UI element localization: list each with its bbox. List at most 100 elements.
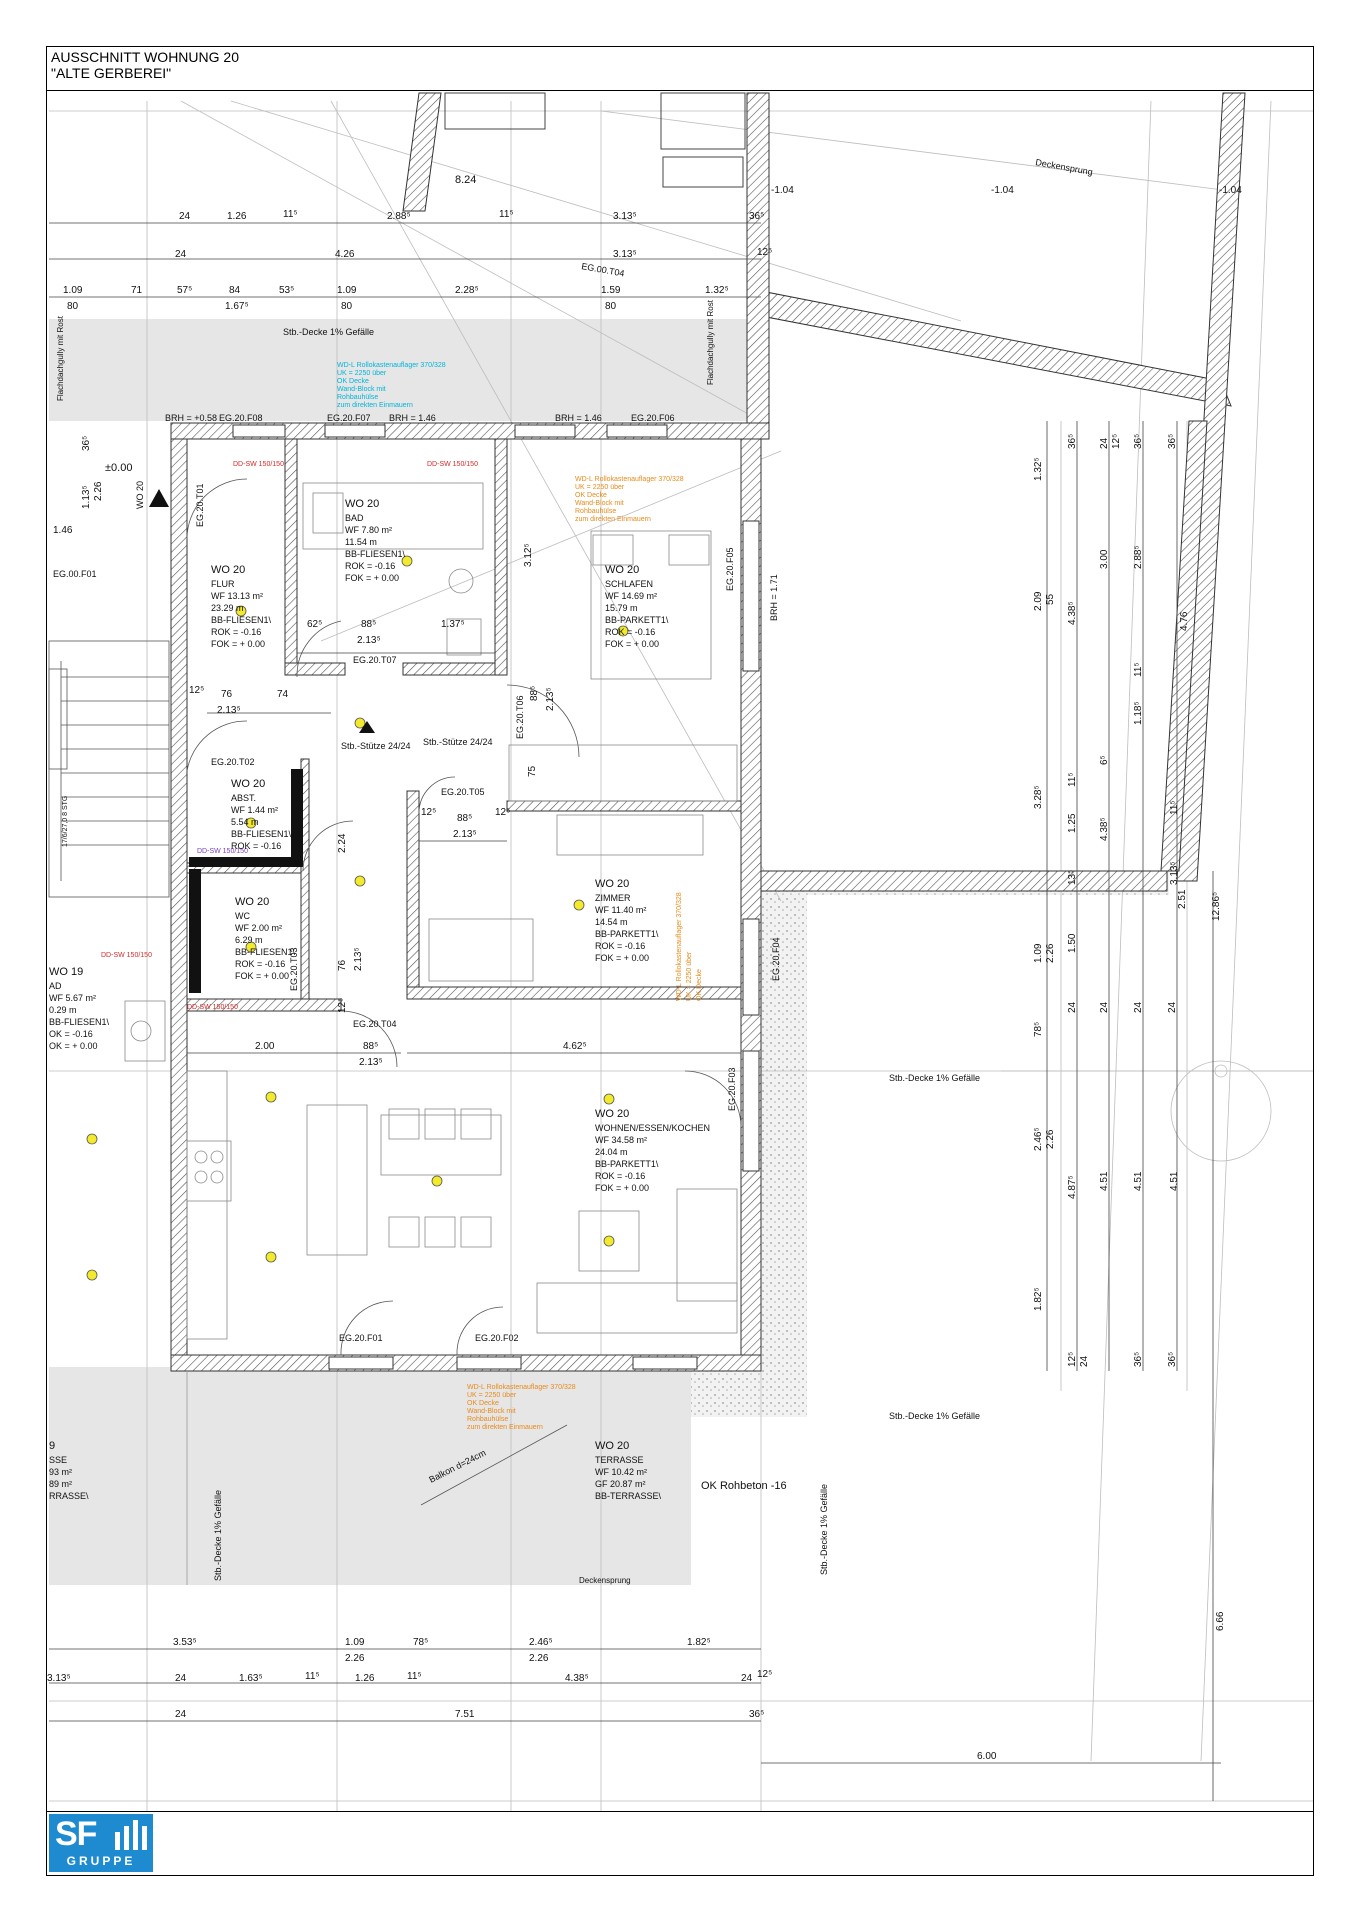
plan-label: 6.29 m	[235, 935, 263, 945]
dim: 1.09	[63, 285, 83, 296]
plan-label: WO 19	[49, 966, 83, 978]
dim: 2.13⁵	[217, 705, 241, 716]
plan-label: 1.18⁵	[1133, 701, 1144, 725]
note-brh-146-b: BRH = 1.46	[555, 413, 602, 423]
note-rollo-orange-3: OK Decke	[575, 492, 607, 499]
dim: 1.26	[355, 1673, 375, 1684]
plan-label: 12.86⁵	[1211, 892, 1222, 921]
paved-area-north	[49, 319, 759, 421]
note-decke-east-2: Stb.-Decke 1% Gefälle	[889, 1411, 980, 1421]
plan-label: ROK = -0.16	[211, 627, 261, 637]
dim: 12⁵	[421, 807, 436, 818]
plan-label: 12⁵	[1111, 434, 1122, 449]
logo-letters: SF	[55, 1815, 97, 1853]
plan-label: 11⁵	[1067, 772, 1078, 787]
tag-eg20f06: EG.20.F06	[631, 413, 675, 423]
plan-label: BB-FLIESEN1\	[231, 829, 292, 839]
dim: 1.67⁵	[225, 301, 249, 312]
note-rollo-orange-1: WD-L Rollokastenauflager 370/328	[575, 476, 684, 483]
dimension-text: 24 1.26 11⁵ 2.88⁵ 11⁵ 3.13⁵ 36⁵ 8.24 24 …	[47, 174, 1242, 1762]
note-dd-purple: DD-SW 150/150	[197, 848, 248, 855]
dim: 8.24	[455, 174, 476, 186]
plan-label: GF 20.87 m²	[595, 1479, 646, 1489]
tag-eg00f01: EG.00.F01	[53, 569, 97, 579]
dim: 1.26	[227, 211, 247, 222]
dim: 78⁵	[413, 1637, 428, 1648]
plan-label: ROK = -0.16	[345, 561, 395, 571]
dim: 88⁵	[361, 619, 376, 630]
dim: 6.00	[977, 1751, 997, 1762]
plan-label: BB-FLIESEN1\	[235, 947, 296, 957]
dim: 2.13⁵	[353, 947, 364, 971]
room-bad: WO 20 BAD WF 7.80 m² 11.54 m BB-FLIESEN1…	[345, 498, 406, 583]
plan-label: 1.09	[1033, 943, 1044, 963]
dim: 4.26	[335, 249, 355, 260]
plan-label: FOK = + 0.00	[595, 1183, 649, 1193]
plan-label: 36⁵	[1133, 1352, 1144, 1367]
plan-label: RRASSE\	[49, 1491, 89, 1501]
dim: 71	[131, 285, 143, 296]
tag-eg20t06: EG.20.T06	[515, 695, 525, 739]
logo-bar	[142, 1826, 147, 1850]
dim: 7.51	[455, 1709, 475, 1720]
plan-label: WF 13.13 m²	[211, 591, 263, 601]
lamp	[265, 1251, 277, 1263]
plan-label: 1.32⁵	[1033, 457, 1044, 481]
plan-label: 4.76	[1179, 611, 1190, 631]
dim: 2.24	[337, 833, 348, 853]
floor-plan[interactable]: 24 1.26 11⁵ 2.88⁵ 11⁵ 3.13⁵ 36⁵ 8.24 24 …	[46, 90, 1314, 1812]
plan-label: ROK = -0.16	[231, 841, 281, 851]
note-rollo-cyan-5: Rohbauhülse	[337, 394, 378, 401]
plan-label: OK = -0.16	[49, 1029, 93, 1039]
tag-eg20f05: EG.20.F05	[725, 547, 735, 591]
note-rollo-orange-2: UK = 2250 über	[575, 484, 625, 491]
dim: 3.53⁵	[173, 1637, 197, 1648]
room-zimmer: WO 20 ZIMMER WF 11.40 m² 14.54 m BB-PARK…	[595, 878, 659, 963]
plan-label: BB-FLIESEN1\	[49, 1017, 110, 1027]
plan-label: WO 20	[605, 564, 639, 576]
lamp	[245, 817, 257, 829]
plan-label: 1.82⁵	[1033, 1287, 1044, 1311]
dim: 53⁵	[279, 285, 294, 296]
plan-label: 36⁵	[1167, 434, 1178, 449]
plan-label: 78⁵	[1033, 1022, 1044, 1037]
note-dd-sw-2: DD-SW 150/150	[427, 461, 478, 468]
column-marker-icon	[359, 721, 375, 733]
note-dd-sw-4: DD-SW 150/150	[187, 1004, 238, 1011]
note-rollo-orange-7: WD-L Rollokastenauflager 370/328	[467, 1384, 576, 1391]
dimension-lines	[49, 222, 1221, 1801]
dim: 2.13⁵	[453, 829, 477, 840]
lamp	[354, 717, 366, 729]
outer-walls	[170, 92, 1168, 1372]
plan-label: 36⁵	[1167, 1352, 1178, 1367]
plan-label: 5.54 m	[231, 817, 259, 827]
plan-label: ZIMMER	[595, 893, 631, 903]
room-wo19-partial: WO 19 AD WF 5.67 m² 0.29 m BB-FLIESEN1\ …	[49, 966, 110, 1051]
window-openings	[232, 424, 760, 1370]
note-wo20-entry: WO 20	[135, 481, 145, 509]
plan-label: BB-TERRASSE\	[595, 1491, 662, 1501]
sf-gruppe-logo: SF GRUPPE	[49, 1814, 153, 1872]
note-rollo-orange-12: zum direkten Einmauern	[467, 1424, 543, 1431]
note-rollo-cyan-1: WD-L Rollokastenauflager 370/328	[337, 362, 446, 369]
dim: 1.09	[337, 285, 357, 296]
note-rohbeton: OK Rohbeton -16	[701, 1480, 787, 1492]
dim: 3.13⁵	[613, 211, 637, 222]
note-stuetze-2: Stb.-Stütze 24/24	[423, 737, 493, 747]
dim: 3.13⁵	[613, 249, 637, 260]
plan-label: 6⁵	[1099, 755, 1110, 765]
tag-eg00t04: EG.00.T04	[581, 261, 626, 278]
note-decke-north: Stb.-Decke 1% Gefälle	[283, 327, 374, 337]
note-rollo-cyan-4: Wand-Block mit	[337, 386, 386, 393]
plan-label: WO 20	[595, 1440, 629, 1452]
title-block: AUSSCHNITT WOHNUNG 20 "ALTE GERBEREI"	[46, 46, 1314, 90]
gravel-corner	[691, 1367, 807, 1417]
lamp	[245, 941, 257, 953]
dim: 1.63⁵	[239, 1673, 263, 1684]
plan-label: WO 20	[235, 896, 269, 908]
dim: 80	[605, 301, 617, 312]
dim: 3.12⁵	[523, 543, 534, 567]
dim: 2.26	[345, 1653, 365, 1664]
plan-label: 4.38⁵	[1099, 817, 1110, 841]
